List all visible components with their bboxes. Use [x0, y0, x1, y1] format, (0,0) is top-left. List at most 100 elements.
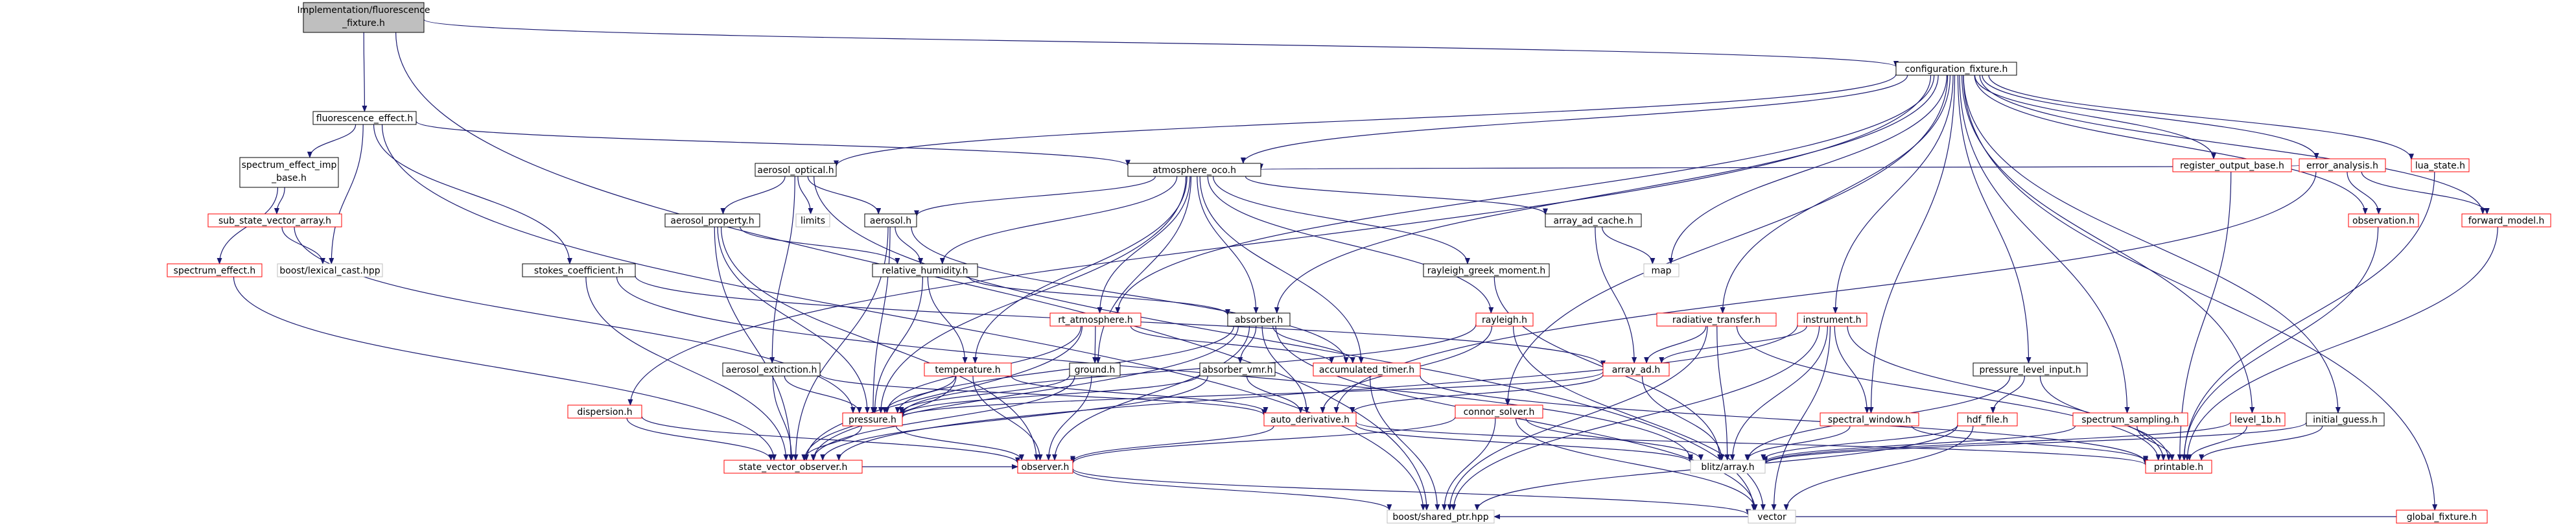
node-root[interactable]: Implementation/fluorescence_fixture.h [298, 2, 430, 33]
node-lexical-cast[interactable]: boost/lexical_cast.hpp [277, 263, 383, 277]
node-vector[interactable]: vector [1748, 509, 1796, 524]
node-rt-atmosphere[interactable]: rt_atmosphere.h [1049, 312, 1142, 327]
edge-configuration_fixture-to-level_1b [1961, 75, 2255, 414]
node-aerosol-property[interactable]: aerosol_property.h [664, 213, 760, 228]
node-label: _base.h [271, 173, 307, 183]
edge-connor_solver-to-observer [1070, 416, 1456, 464]
edge-configuration_fixture-to-spectral_window [1868, 75, 1956, 414]
node-rayleigh[interactable]: rayleigh.h [1475, 312, 1534, 327]
node-shared-ptr[interactable]: boost/shared_ptr.hpp [1387, 509, 1495, 524]
edge-configuration_fixture-to-error_analysis [1982, 75, 2319, 159]
node-box [522, 263, 636, 277]
node-box [2230, 412, 2286, 427]
node-label: stokes_coefficient.h [534, 266, 624, 276]
node-box [1127, 163, 1261, 177]
node-pressure[interactable]: pressure.h [842, 412, 903, 427]
node-atmosphere-oco[interactable]: atmosphere_oco.h [1127, 163, 1261, 177]
node-pressure-level-input[interactable]: pressure_level_input.h [1973, 362, 2088, 377]
edge-spectrum_effect_imp-to-sub_state_vector_array [274, 187, 285, 215]
node-label: temperature.h [935, 365, 1000, 375]
node-register-output-base[interactable]: register_output_base.h [2172, 158, 2292, 172]
node-forward-model[interactable]: forward_model.h [2461, 213, 2551, 228]
node-spectral-window[interactable]: spectral_window.h [1820, 412, 1919, 427]
node-stokes-coefficient[interactable]: stokes_coefficient.h [522, 263, 636, 277]
node-printable[interactable]: printable.h [2145, 460, 2212, 474]
edge-register_output_base-to-printable [2177, 171, 2232, 461]
node-hdf-file[interactable]: hdf_file.h [1957, 412, 2018, 427]
node-limits[interactable]: limits [795, 213, 830, 228]
edge-forward_model-to-printable [2184, 226, 2498, 461]
edge-spectral_window-to-blitz_array [1744, 425, 1851, 461]
edge-temperature-to-auto_derivative [1011, 375, 1269, 414]
node-array-ad-cache[interactable]: array_ad_cache.h [1545, 213, 1642, 228]
node-sub-state-vector-array[interactable]: sub_state_vector_array.h [207, 213, 342, 228]
edge-atmosphere_oco-to-pressure [878, 176, 1187, 414]
node-accumulated-timer[interactable]: accumulated_timer.h [1313, 362, 1421, 377]
node-spectrum-effect-imp[interactable]: spectrum_effect_imp_base.h [239, 157, 339, 188]
node-label: global_fixture.h [2407, 512, 2477, 522]
edge-error_analysis-to-auto_derivative [1333, 171, 2317, 414]
edge-observer-to-shared_ptr [1072, 470, 1392, 511]
edge-instrument-to-array_ad [1659, 325, 1807, 364]
node-initial-guess[interactable]: initial_guess.h [2306, 412, 2385, 427]
node-global-fixture[interactable]: global_fixture.h [2396, 509, 2488, 524]
edge-configuration_fixture-to-atmosphere_oco [1240, 75, 1908, 164]
node-level-1b[interactable]: level_1b.h [2230, 412, 2286, 427]
edge-atmosphere_oco-to-rayleigh_greek_moment [1212, 176, 1470, 264]
node-box [1973, 362, 2088, 377]
node-map[interactable]: map [1643, 263, 1680, 277]
node-box [312, 111, 417, 125]
node-box [1820, 412, 1919, 427]
node-absorber[interactable]: absorber.h [1227, 312, 1291, 327]
node-dispersion[interactable]: dispersion.h [567, 404, 642, 419]
node-box [2145, 460, 2212, 474]
node-aerosol[interactable]: aerosol.h [864, 213, 917, 228]
node-observation[interactable]: observation.h [2348, 213, 2419, 228]
edge-rt_atmosphere-to-accumulated_timer [1130, 325, 1335, 364]
edge-pressure-to-observer [895, 425, 1024, 461]
node-blitz-array[interactable]: blitz/array.h [1690, 460, 1766, 474]
node-label: spectrum_sampling.h [2081, 415, 2179, 425]
node-label: aerosol_extinction.h [726, 365, 817, 375]
edge-aerosol_extinction-to-auto_derivative [819, 373, 1267, 416]
node-lua-state[interactable]: lua_state.h [2411, 158, 2470, 172]
node-connor-solver[interactable]: connor_solver.h [1455, 404, 1543, 419]
node-label: auto_derivative.h [1270, 415, 1350, 425]
edge-array_ad-to-auto_derivative [1350, 374, 1604, 414]
node-absorber-vmr[interactable]: absorber_vmr.h [1199, 362, 1276, 377]
node-box [2461, 213, 2551, 228]
node-fluorescence-effect[interactable]: fluorescence_effect.h [312, 111, 417, 125]
node-state-vector-observer[interactable]: state_vector_observer.h [723, 460, 863, 474]
node-ground[interactable]: ground.h [1069, 362, 1121, 377]
node-configuration-fixture[interactable]: configuration_fixture.h [1895, 62, 2017, 76]
node-temperature[interactable]: temperature.h [924, 362, 1012, 377]
node-spectrum-sampling[interactable]: spectrum_sampling.h [2072, 412, 2188, 427]
node-observer[interactable]: observer.h [1017, 460, 1073, 474]
node-aerosol-extinction[interactable]: aerosol_extinction.h [722, 362, 821, 377]
node-instrument[interactable]: instrument.h [1797, 312, 1868, 327]
node-error-analysis[interactable]: error_analysis.h [2299, 158, 2386, 172]
node-label: limits [801, 216, 825, 226]
node-label: observation.h [2352, 216, 2415, 226]
node-aerosol-optical[interactable]: aerosol_optical.h [755, 163, 837, 177]
node-box [1656, 312, 1777, 327]
edge-absorber-to-pressure [895, 325, 1234, 414]
edge-atmosphere_oco-to-accumulated_timer [1199, 176, 1364, 364]
node-rayleigh-greek-moment[interactable]: rayleigh_greek_moment.h [1423, 263, 1550, 277]
node-box [2411, 158, 2470, 172]
node-radiative-transfer[interactable]: radiative_transfer.h [1656, 312, 1777, 327]
node-label: pressure_level_input.h [1979, 365, 2081, 375]
node-auto-derivative[interactable]: auto_derivative.h [1263, 412, 1357, 427]
node-label: pressure.h [849, 415, 896, 425]
node-box [723, 460, 863, 474]
edge-configuration_fixture-to-initial_guess [1963, 75, 2341, 414]
edge-configuration_fixture-to-global_fixture [1963, 75, 2438, 511]
node-spectrum-effect[interactable]: spectrum_effect.h [167, 263, 263, 277]
edge-configuration_fixture-to-lua_state [1988, 75, 2414, 161]
edge-fluorescence_effect-to-spectrum_effect_imp [307, 124, 357, 158]
node-label: printable.h [2154, 462, 2203, 473]
node-box [1017, 460, 1073, 474]
edge-array_ad_cache-to-array_ad [1595, 226, 1637, 364]
node-array-ad[interactable]: array_ad.h [1602, 362, 1670, 377]
node-relative-humidity[interactable]: relative_humidity.h [872, 263, 978, 277]
